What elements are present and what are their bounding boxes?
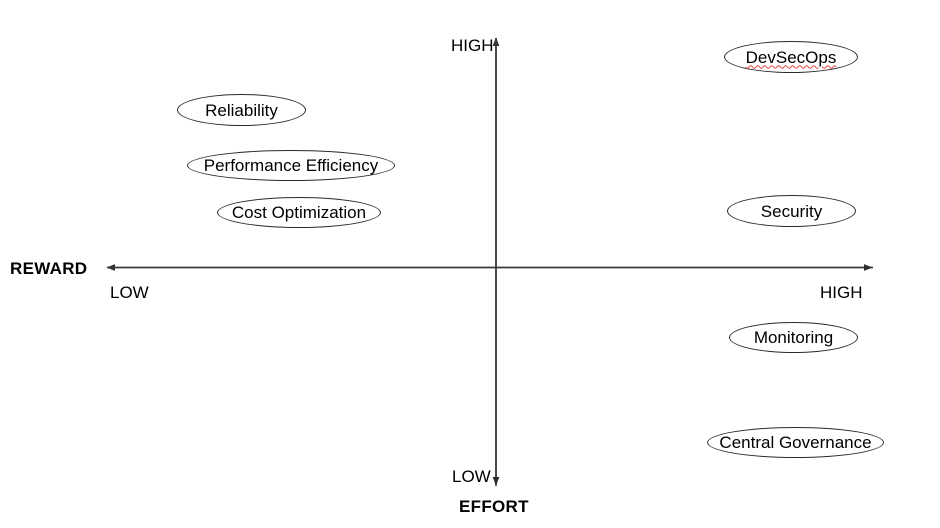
- horizontal-axis-low-label: LOW: [110, 283, 149, 302]
- horizontal-axis-high-label: HIGH: [820, 283, 863, 302]
- node-label: Reliability: [205, 100, 278, 120]
- node-reliability[interactable]: Reliability: [177, 94, 306, 126]
- vertical-axis-low-label: LOW: [452, 467, 491, 486]
- node-label: Performance Efficiency: [203, 156, 379, 175]
- horizontal-axis-title: REWARD: [10, 259, 88, 278]
- vertical-axis-high-label: HIGH: [451, 36, 494, 55]
- node-label: Cost Optimization: [231, 203, 367, 222]
- node-security[interactable]: Security: [727, 195, 856, 227]
- node-cost-optimization[interactable]: Cost Optimization: [217, 197, 381, 228]
- vertical-axis-title: EFFORT: [459, 497, 529, 516]
- node-performance-efficiency[interactable]: Performance Efficiency: [187, 150, 395, 181]
- node-monitoring[interactable]: Monitoring: [729, 322, 858, 353]
- node-central-governance[interactable]: Central Governance: [707, 427, 884, 458]
- node-devsecops[interactable]: DevSecOps: [724, 41, 858, 73]
- node-label: Security: [760, 201, 823, 221]
- node-label: Monitoring: [753, 328, 834, 347]
- node-label: Central Governance: [719, 433, 872, 452]
- node-label: DevSecOps: [745, 47, 837, 67]
